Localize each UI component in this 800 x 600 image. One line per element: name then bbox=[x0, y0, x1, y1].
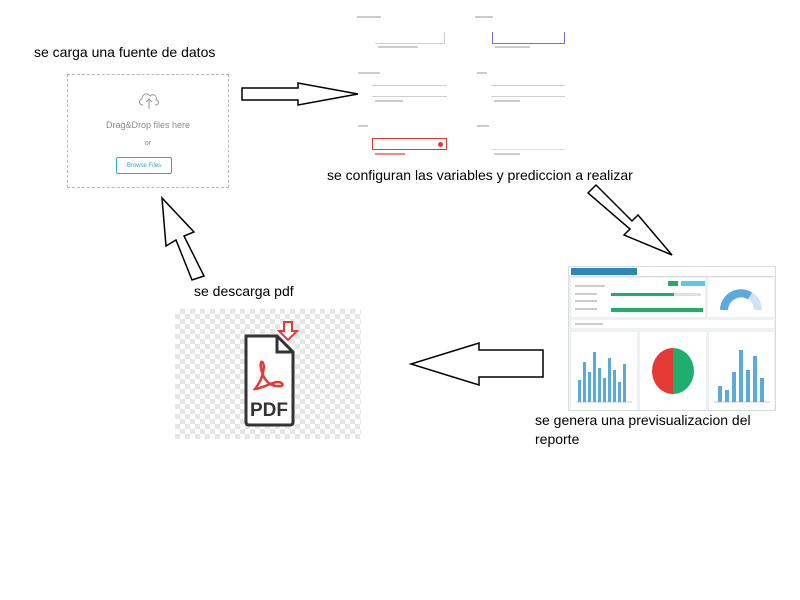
dropzone-or-text: or bbox=[144, 140, 152, 147]
pie-chart bbox=[652, 348, 694, 394]
arrow-pdf-to-upload bbox=[161, 195, 206, 281]
form-helper bbox=[494, 100, 520, 102]
pdf-file-icon: PDF bbox=[244, 321, 300, 427]
caption-download-pdf: se descarga pdf bbox=[194, 283, 294, 299]
form-field[interactable] bbox=[375, 32, 445, 44]
dash-tab-active[interactable] bbox=[571, 268, 637, 275]
arrow-upload-to-config bbox=[241, 82, 359, 106]
form-helper bbox=[375, 100, 403, 102]
arrow-preview-to-pdf bbox=[408, 341, 544, 387]
report-preview-dashboard bbox=[568, 266, 776, 411]
gauge-chart bbox=[720, 289, 762, 311]
dash-gauge-card bbox=[708, 278, 774, 317]
form-field[interactable] bbox=[491, 85, 565, 97]
form-label bbox=[477, 72, 487, 74]
form-label bbox=[357, 16, 381, 18]
file-upload-dropzone[interactable]: Drag&Drop files here or Browse Files bbox=[67, 74, 229, 188]
form-label bbox=[358, 72, 380, 74]
dash-section-header bbox=[571, 320, 774, 328]
form-helper bbox=[495, 46, 530, 48]
caption-preview-line2: reporte bbox=[535, 431, 580, 447]
form-helper bbox=[378, 46, 418, 48]
error-icon bbox=[438, 142, 443, 147]
dash-card bbox=[571, 278, 705, 317]
form-helper-error bbox=[375, 153, 405, 155]
form-field-active[interactable] bbox=[492, 32, 565, 44]
dash-pie-chart-card bbox=[640, 332, 706, 410]
dash-progress bbox=[611, 308, 703, 312]
dash-bar-chart-card bbox=[571, 332, 637, 410]
dash-tab-bar bbox=[569, 267, 775, 277]
form-field-error[interactable] bbox=[372, 138, 447, 150]
dash-bar-chart-card bbox=[709, 332, 774, 410]
form-label bbox=[477, 125, 489, 127]
cloud-upload-icon bbox=[139, 93, 159, 109]
form-field[interactable] bbox=[372, 85, 447, 97]
caption-preview-line1: se genera una previsualizacion del bbox=[535, 412, 751, 428]
pdf-label: PDF bbox=[250, 400, 288, 421]
arrow-config-to-preview bbox=[586, 183, 673, 256]
caption-configure: se configuran las variables y prediccion… bbox=[327, 167, 633, 183]
pdf-download-panel: PDF bbox=[175, 309, 361, 439]
dash-progress bbox=[611, 293, 701, 296]
form-label bbox=[475, 16, 493, 18]
variable-config-form bbox=[355, 12, 575, 162]
caption-load-data: se carga una fuente de datos bbox=[34, 44, 216, 60]
dropzone-text: Drag&Drop files here bbox=[105, 120, 191, 130]
dash-badge bbox=[681, 281, 705, 286]
dash-badge bbox=[668, 281, 678, 286]
bar-chart bbox=[576, 352, 632, 403]
form-field[interactable] bbox=[491, 138, 565, 150]
bar-chart bbox=[714, 350, 770, 403]
browse-files-button[interactable]: Browse Files bbox=[116, 157, 172, 174]
form-label bbox=[358, 125, 368, 127]
form-helper bbox=[494, 153, 520, 155]
